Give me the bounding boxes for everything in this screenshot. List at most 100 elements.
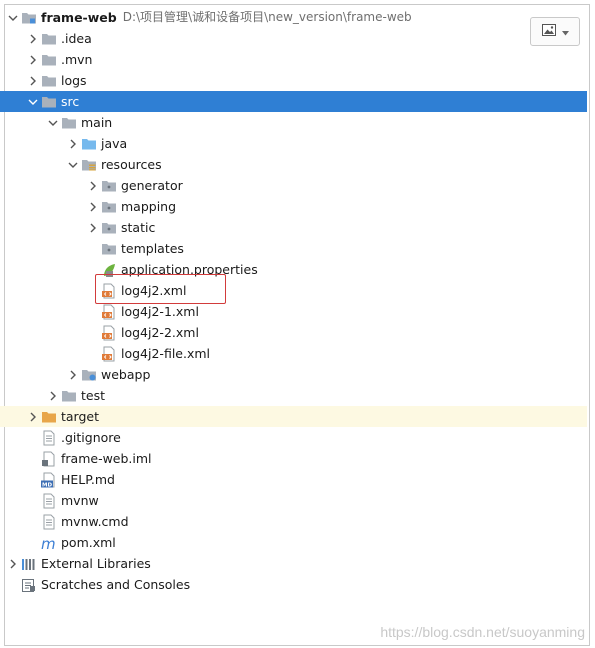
tree-item[interactable]: mapping (0, 196, 587, 217)
chevron-right-icon[interactable] (85, 175, 101, 196)
arrow-spacer (25, 469, 41, 490)
excluded-folder-icon (41, 409, 57, 425)
scratches-icon (21, 577, 37, 593)
folder-icon (41, 73, 57, 89)
chevron-down-icon[interactable] (25, 91, 41, 112)
arrow-spacer (25, 511, 41, 532)
tree-item[interactable]: frame-web.iml (0, 448, 587, 469)
arrow-spacer (85, 301, 101, 322)
chevron-right-icon[interactable] (45, 385, 61, 406)
tree-item-label: HELP.md (61, 472, 115, 487)
chevron-right-icon[interactable] (65, 364, 81, 385)
tree-item-label: generator (121, 178, 183, 193)
chevron-right-icon[interactable] (85, 217, 101, 238)
tree-item[interactable]: java (0, 133, 587, 154)
folder-icon (41, 94, 57, 110)
package-folder-icon (101, 241, 117, 257)
tree-item[interactable]: mvnw.cmd (0, 511, 587, 532)
chevron-right-icon[interactable] (85, 196, 101, 217)
tree-item[interactable]: static (0, 217, 587, 238)
tree-item[interactable]: generator (0, 175, 587, 196)
project-path: D:\项目管理\诚和设备项目\new_version\frame-web (122, 10, 412, 24)
tree-item-label: External Libraries (41, 556, 151, 571)
tree-item[interactable]: .idea (0, 28, 587, 49)
chevron-down-icon[interactable] (45, 112, 61, 133)
chevron-down-icon[interactable] (5, 7, 21, 28)
tree-item-label: webapp (101, 367, 151, 382)
arrow-spacer (25, 532, 41, 553)
view-options-button[interactable] (530, 17, 580, 46)
tree-item-label: log4j2-1.xml (121, 304, 199, 319)
iml-file-icon (41, 451, 57, 467)
xml-file-icon (101, 283, 117, 299)
web-folder-icon (81, 367, 97, 383)
tree-item-label: log4j2-file.xml (121, 346, 211, 361)
chevron-right-icon[interactable] (65, 133, 81, 154)
watermark: https://blog.csdn.net/suoyanming (380, 624, 585, 640)
tree-item-label: application.properties (121, 262, 258, 277)
tree-item[interactable]: webapp (0, 364, 587, 385)
tree-item[interactable]: main (0, 112, 587, 133)
spring-properties-icon (101, 262, 117, 278)
folder-icon (41, 31, 57, 47)
xml-file-icon (101, 346, 117, 362)
tree-item[interactable]: application.properties (0, 259, 587, 280)
chevron-right-icon[interactable] (25, 70, 41, 91)
tree-item[interactable]: .gitignore (0, 427, 587, 448)
xml-file-icon (101, 325, 117, 341)
chevron-down-icon[interactable] (65, 154, 81, 175)
tree-item[interactable]: log4j2-file.xml (0, 343, 587, 364)
arrow-spacer (85, 322, 101, 343)
caret-down-icon (561, 24, 569, 39)
module-folder-icon (21, 10, 37, 26)
folder-icon (61, 388, 77, 404)
folder-icon (61, 115, 77, 131)
tree-item-label: logs (61, 73, 87, 88)
tree-item[interactable]: src (0, 91, 587, 112)
tree-item-label: frame-web.iml (61, 451, 152, 466)
tree-item-label: mvnw (61, 493, 99, 508)
chevron-right-icon[interactable] (25, 28, 41, 49)
tree-item-label: pom.xml (61, 535, 116, 550)
tree-item[interactable]: logs (0, 70, 587, 91)
tree-item[interactable]: templates (0, 238, 587, 259)
chevron-right-icon[interactable] (25, 406, 41, 427)
tree-item[interactable]: target (0, 406, 587, 427)
package-folder-icon (101, 199, 117, 215)
tree-item[interactable]: log4j2.xml (0, 280, 587, 301)
chevron-right-icon[interactable] (5, 553, 21, 574)
tree-item-label: .gitignore (61, 430, 121, 445)
tree-item[interactable]: .mvn (0, 49, 587, 70)
tree-item[interactable]: mvnw (0, 490, 587, 511)
tree-item-label: .mvn (61, 52, 93, 67)
tree-item-label: test (81, 388, 106, 403)
project-panel-frame (4, 4, 590, 646)
arrow-spacer (25, 490, 41, 511)
tree-item[interactable]: Scratches and Consoles (0, 574, 587, 595)
tree-item-label: Scratches and Consoles (41, 577, 191, 592)
package-folder-icon (101, 178, 117, 194)
tree-item[interactable]: frame-web D:\项目管理\诚和设备项目\new_version\fram… (0, 7, 587, 28)
tree-item-label: frame-web (41, 10, 117, 25)
project-tree: frame-web D:\项目管理\诚和设备项目\new_version\fram… (0, 7, 587, 595)
highlight-box (95, 274, 226, 304)
tree-item[interactable]: test (0, 385, 587, 406)
tree-item[interactable]: log4j2-1.xml (0, 301, 587, 322)
package-folder-icon (101, 220, 117, 236)
tree-item-label: log4j2-2.xml (121, 325, 199, 340)
image-icon (541, 24, 556, 39)
tree-item-label: log4j2.xml (121, 283, 187, 298)
tree-item-label: mapping (121, 199, 177, 214)
chevron-right-icon[interactable] (25, 49, 41, 70)
text-file-icon (41, 430, 57, 446)
resources-folder-icon (81, 157, 97, 173)
tree-item[interactable]: External Libraries (0, 553, 587, 574)
arrow-spacer (85, 343, 101, 364)
xml-file-icon (101, 304, 117, 320)
tree-item[interactable]: log4j2-2.xml (0, 322, 587, 343)
tree-item[interactable]: resources (0, 154, 587, 175)
tree-item-label: resources (101, 157, 162, 172)
folder-icon (41, 52, 57, 68)
